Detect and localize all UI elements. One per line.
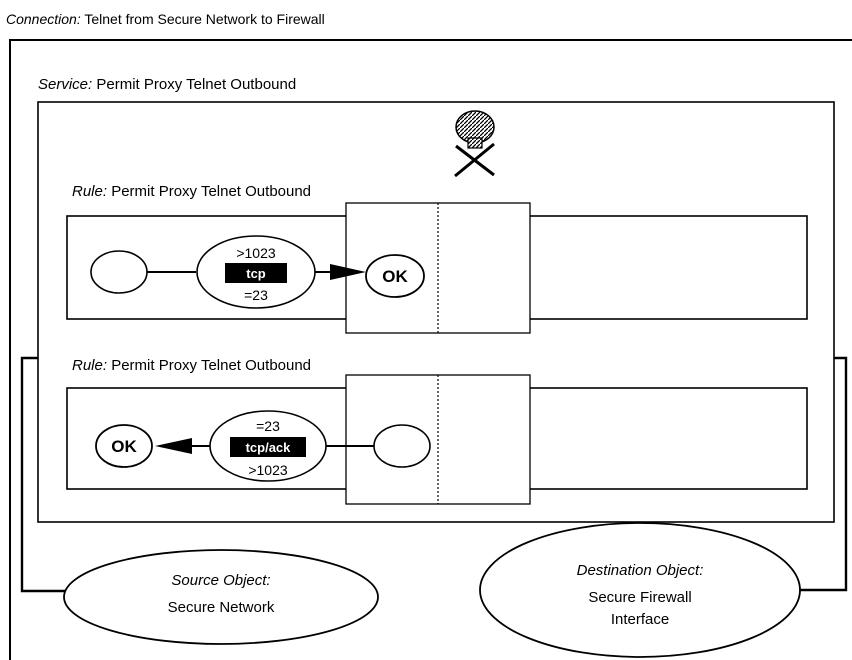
- service-title: Service: Permit Proxy Telnet Outbound: [38, 76, 296, 93]
- rule-1-flow: >1023 tcp =23 OK: [90, 235, 425, 309]
- rule-1-port-top: >1023: [236, 245, 276, 261]
- connection-frame: [9, 39, 852, 660]
- rule-1-protocol-badge: [225, 263, 287, 283]
- rule-2-flow: OK =23 tcp/ack >1023: [95, 410, 431, 482]
- destination-object-name-line1: Secure Firewall: [588, 589, 691, 606]
- rule-1-result-node: [365, 254, 425, 298]
- rule-2-arrow-icon: [155, 438, 192, 454]
- rule-1-port-bottom: =23: [244, 287, 268, 303]
- source-object-title: Source Object:: [171, 572, 270, 589]
- rule-1-arrow-icon: [330, 264, 366, 280]
- destination-object: Destination Object: Secure Firewall Inte…: [479, 522, 801, 658]
- rule-2-port-top: =23: [256, 418, 280, 434]
- service-box: [37, 101, 835, 523]
- rule-1-result: OK: [382, 267, 408, 286]
- firewall-column-2: [345, 374, 531, 505]
- skull-crossbones-icon: [454, 110, 495, 178]
- source-object: Source Object: Secure Network: [63, 549, 379, 645]
- source-connector: [20, 356, 66, 593]
- destination-object-title: Destination Object:: [577, 562, 704, 579]
- rule-2-protocol-badge: [230, 437, 306, 457]
- rule-1-source-node: [90, 250, 148, 294]
- rule-2-result-node: [95, 424, 153, 468]
- rule-1-title: Rule: Permit Proxy Telnet Outbound: [72, 183, 311, 200]
- rule-1-protocol: tcp: [246, 266, 266, 281]
- rule-2-protocol: tcp/ack: [246, 440, 292, 455]
- rule-2-source-node: [373, 424, 431, 468]
- rule-2-title: Rule: Permit Proxy Telnet Outbound: [72, 357, 311, 374]
- connection-title: Connection: Telnet from Secure Network t…: [6, 11, 325, 27]
- rule-2-port-bottom: >1023: [248, 462, 288, 478]
- rule-2-result: OK: [111, 437, 137, 456]
- destination-object-name-line2: Interface: [611, 611, 669, 628]
- source-object-name: Secure Network: [168, 599, 275, 616]
- destination-connector: [798, 356, 848, 592]
